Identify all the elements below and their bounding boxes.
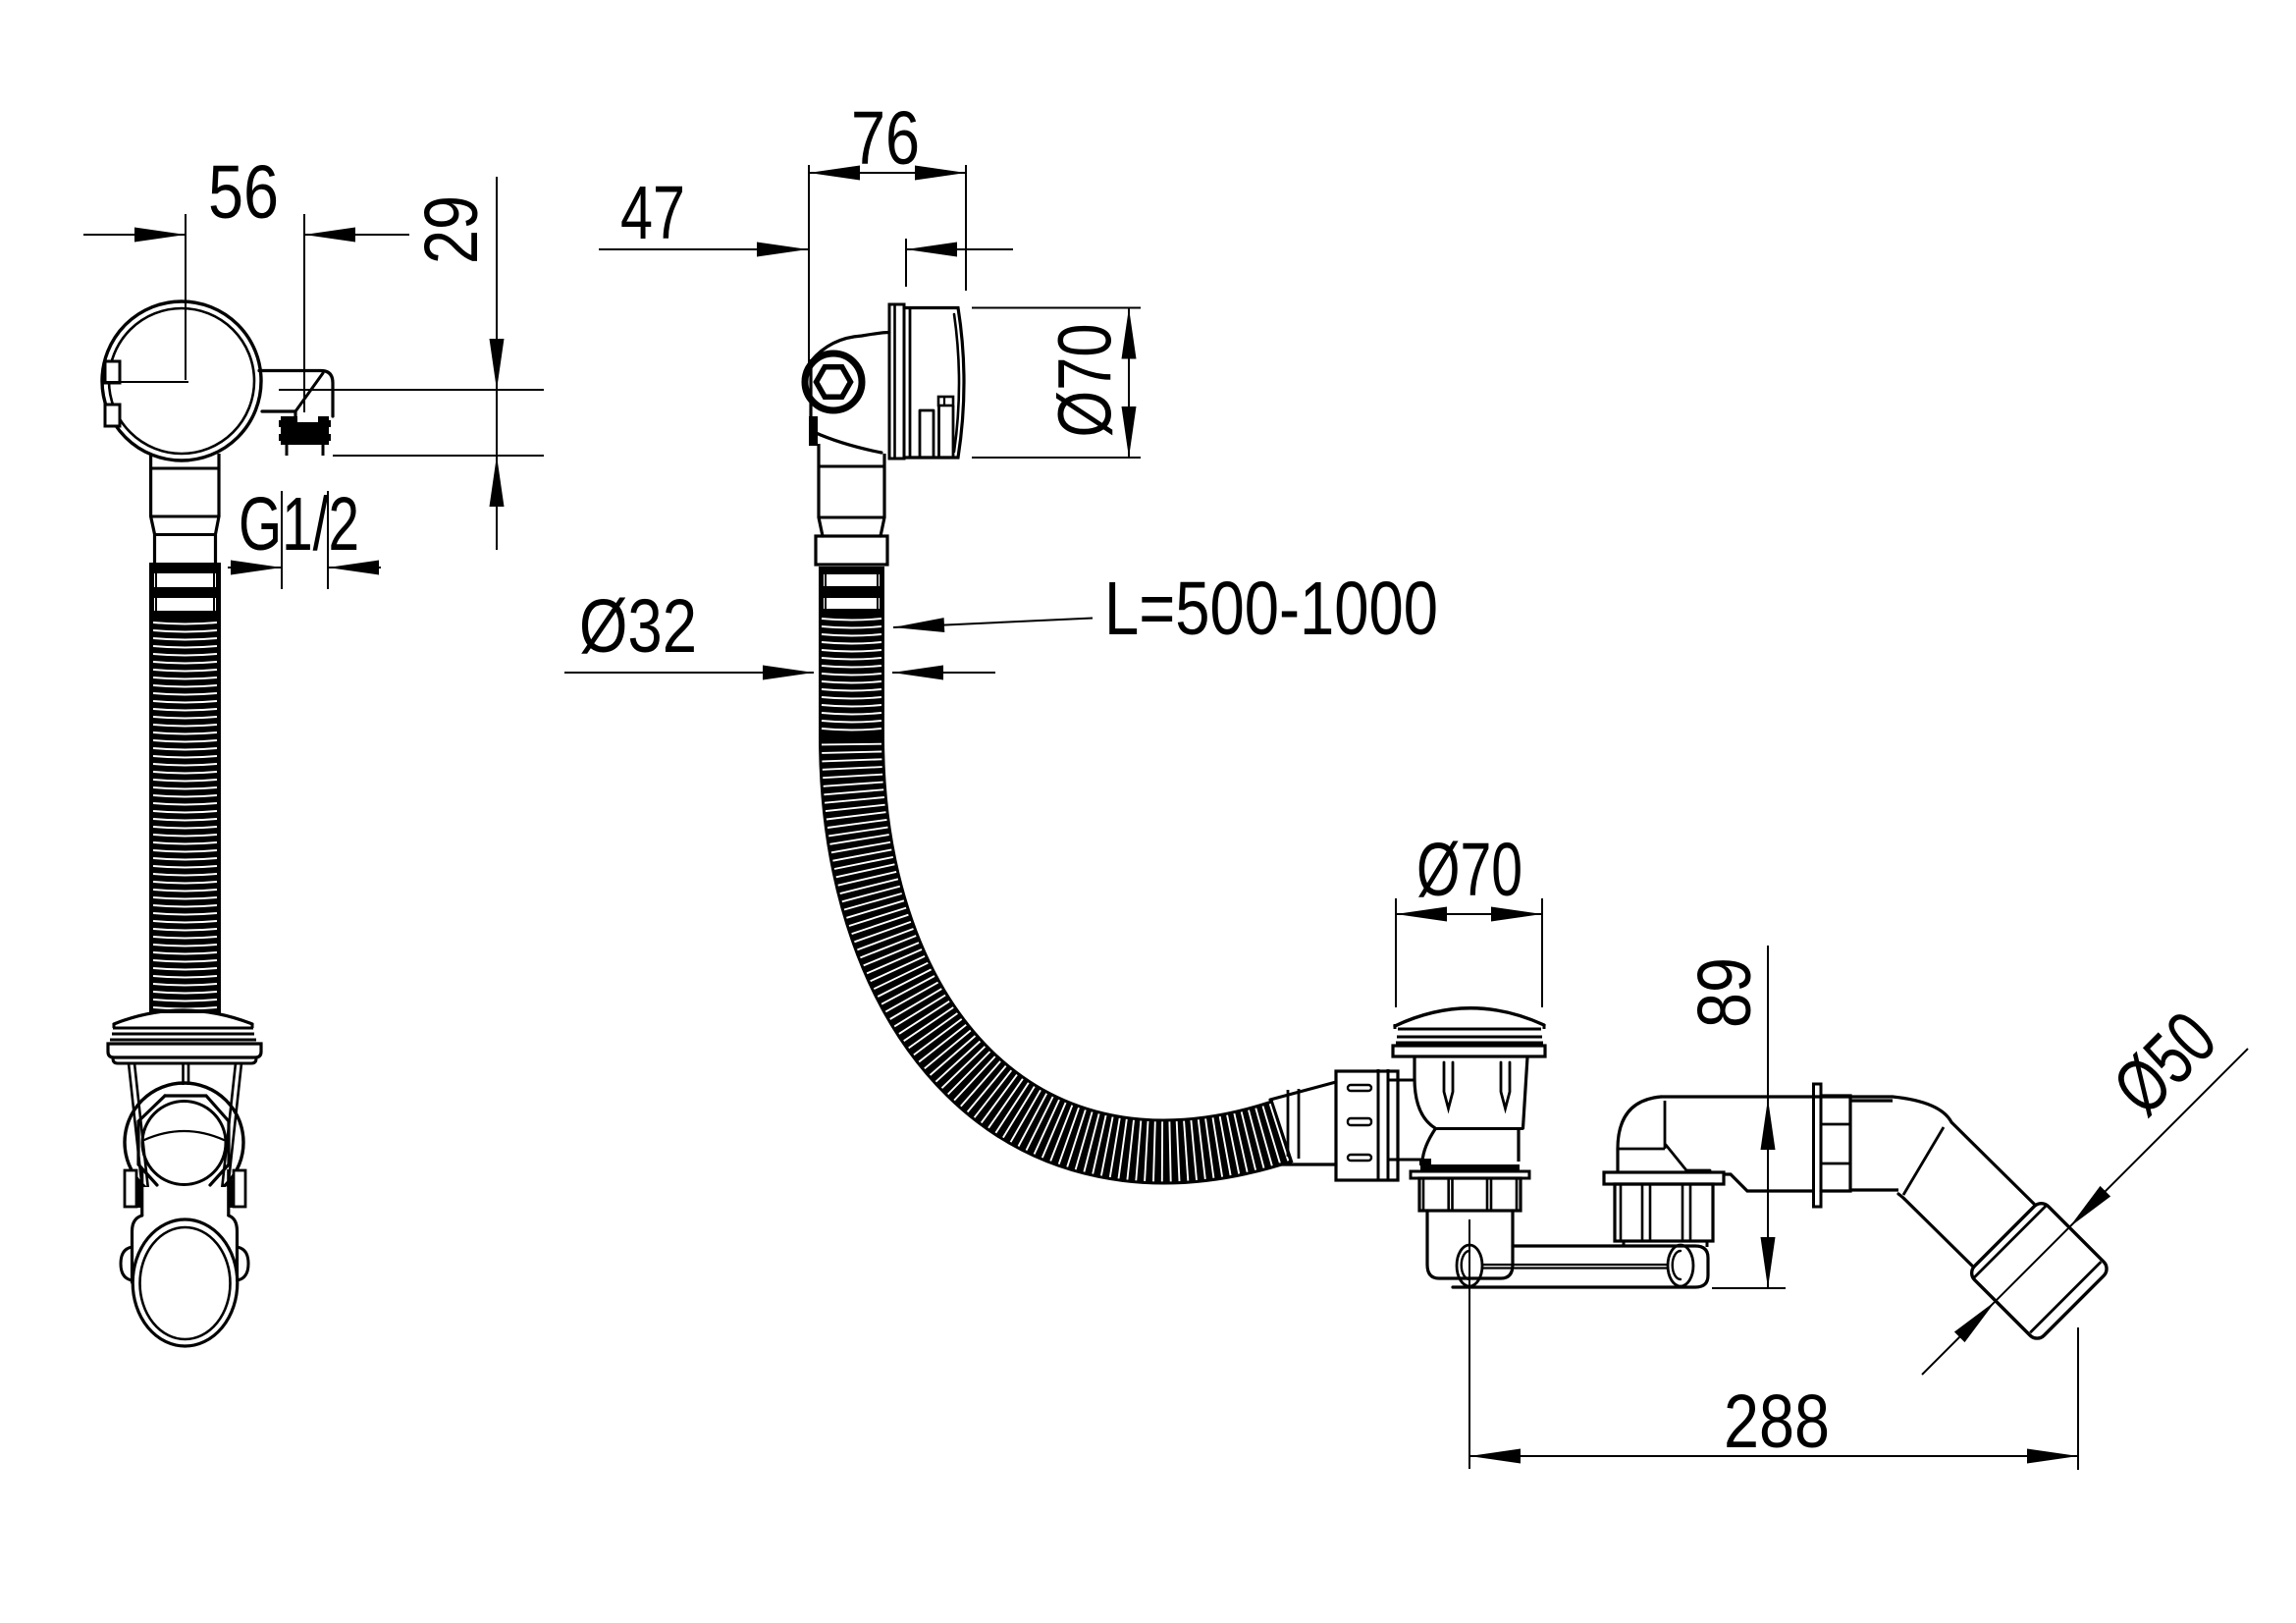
svg-text:Ø70: Ø70 bbox=[1043, 324, 1128, 438]
svg-text:47: 47 bbox=[620, 171, 685, 255]
svg-text:76: 76 bbox=[851, 96, 920, 181]
svg-text:29: 29 bbox=[409, 195, 494, 264]
svg-text:288: 288 bbox=[1724, 1380, 1830, 1464]
svg-text:89: 89 bbox=[1682, 957, 1767, 1028]
svg-text:56: 56 bbox=[208, 150, 279, 235]
svg-text:Ø70: Ø70 bbox=[1416, 828, 1522, 912]
svg-text:G1/2: G1/2 bbox=[239, 482, 359, 567]
svg-text:L=500-1000: L=500-1000 bbox=[1104, 567, 1438, 651]
svg-text:Ø32: Ø32 bbox=[579, 584, 697, 669]
